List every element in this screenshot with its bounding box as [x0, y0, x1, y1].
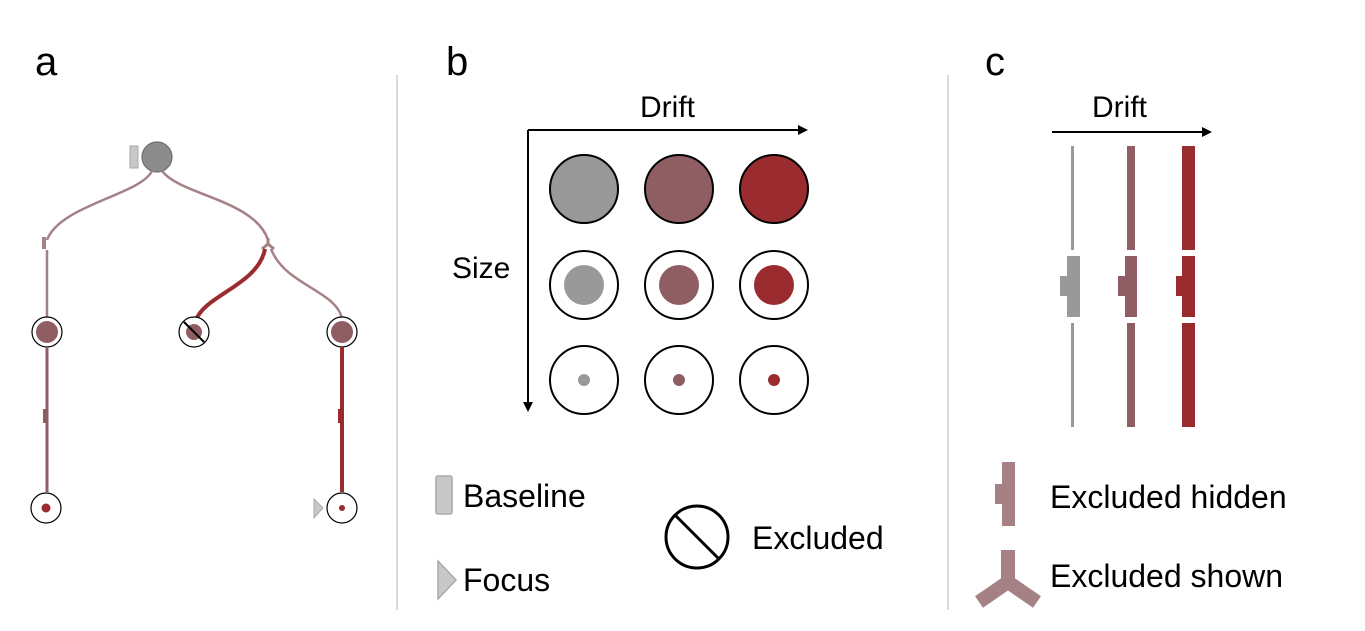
legend-excluded-shown-icon [975, 550, 1041, 608]
grid-cell-small-high [739, 345, 809, 415]
panel-a-letter: a [35, 40, 58, 84]
panel-b-letter: b [446, 40, 468, 84]
tree-link-junction-right [269, 248, 344, 319]
panel-a: a [30, 40, 358, 524]
excluded-hidden-mark-left [43, 409, 48, 423]
tree-link-root-left [45, 170, 154, 241]
excluded-hidden-mark [42, 237, 46, 249]
grid-cell-medium-high [739, 250, 809, 320]
panel-c: c Drift Excluded hidden [975, 40, 1287, 608]
tree-leaf-left [30, 492, 62, 524]
legend-baseline-swatch [435, 475, 453, 515]
focus-marker [313, 497, 324, 520]
grid-cell-small-medium [644, 345, 714, 415]
link-high-drift [1176, 146, 1195, 427]
legend-excluded-hidden-icon [995, 462, 1015, 526]
tree-leaf-right [326, 492, 358, 524]
excluded-hidden-mark-right [338, 409, 343, 423]
grid-cell-large-low [549, 154, 619, 224]
drift-axis-label-c: Drift [1092, 91, 1148, 124]
tree-root-node [141, 141, 173, 173]
legend-excluded-icon [664, 504, 730, 570]
excluded-shown-mark [261, 238, 275, 251]
baseline-marker [129, 145, 139, 169]
tree-node-left [31, 316, 63, 348]
drift-axis-label: Drift [640, 91, 696, 124]
tree-link-junction-center [194, 248, 267, 321]
panel-b: b Drift Size [435, 40, 884, 601]
legend-baseline-label: Baseline [463, 478, 586, 514]
legend-excluded-hidden-label: Excluded hidden [1050, 479, 1287, 515]
grid-cell-medium-low [549, 250, 619, 320]
legend-focus-swatch [437, 559, 458, 601]
link-medium-drift [1118, 146, 1137, 427]
tree-link-root-right [161, 170, 270, 241]
legend-excluded-shown-label: Excluded shown [1050, 558, 1283, 594]
legend-focus-label: Focus [463, 562, 550, 598]
grid-cell-small-low [549, 345, 619, 415]
size-axis-label: Size [452, 252, 510, 285]
tree-node-center-excluded [178, 316, 210, 348]
panel-c-letter: c [985, 40, 1005, 84]
legend-excluded-label: Excluded [752, 520, 884, 556]
grid-cell-large-medium [644, 154, 714, 224]
grid-cell-large-high [739, 154, 809, 224]
link-low-drift [1060, 146, 1080, 427]
tree-node-right [326, 316, 358, 348]
grid-cell-medium-medium [644, 250, 714, 320]
